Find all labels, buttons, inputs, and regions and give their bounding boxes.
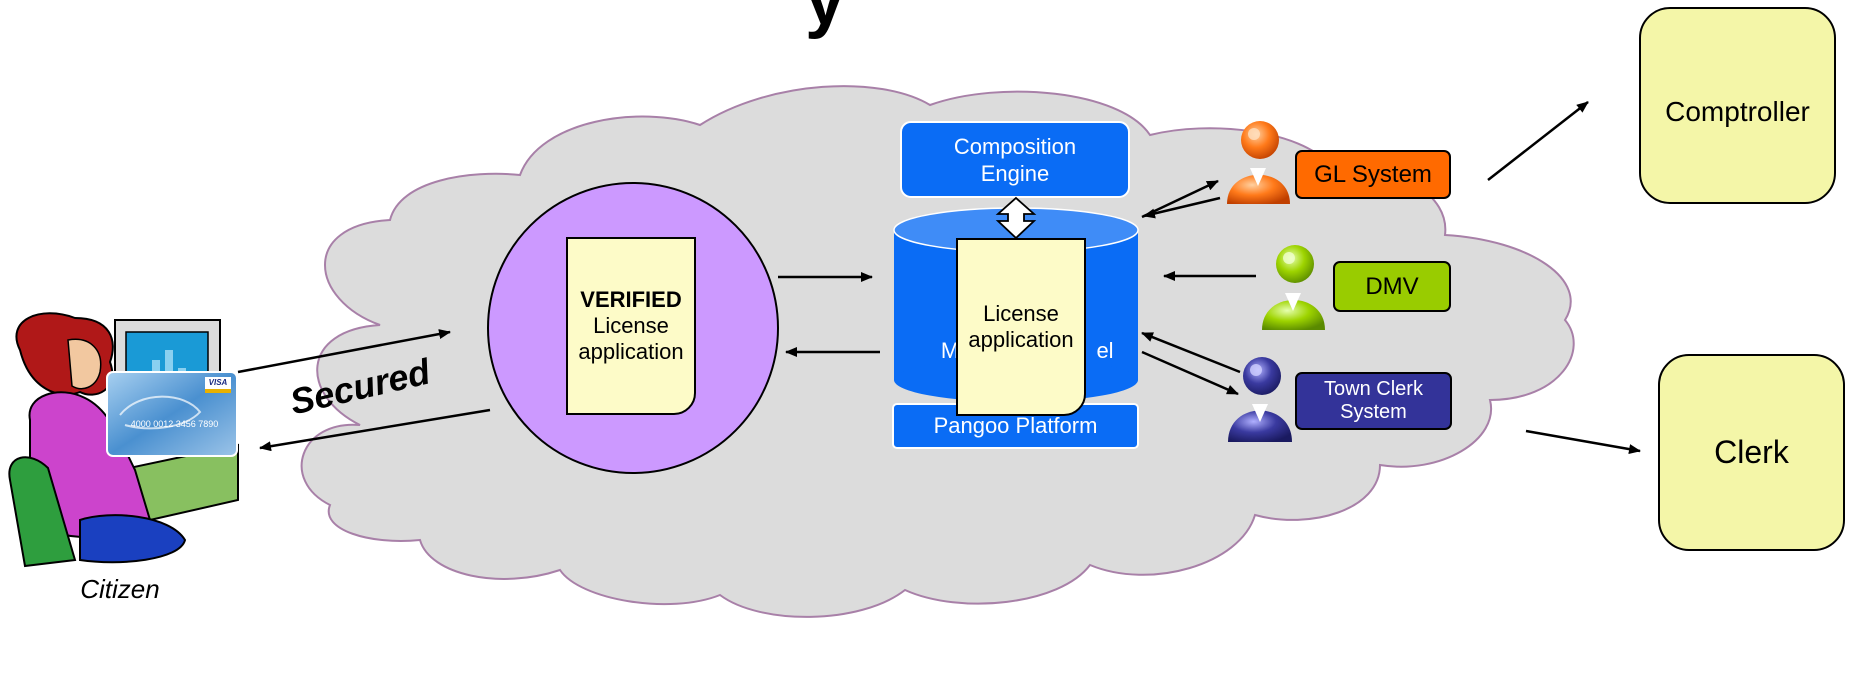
arrow-citizen-to-gateway [237,329,451,374]
town-clerk-box [1295,372,1452,430]
gl-person-icon [1227,121,1290,204]
card-number: 4000 0012 3456 7890 [130,419,219,429]
clerk-label: Clerk [1714,434,1789,470]
verified-license-document: VERIFIED License application [566,237,696,415]
arrow-gateway-to-citizen [259,408,491,452]
arrow-gl-to-comptroller [1487,101,1589,181]
town-clerk-person-icon [1228,357,1292,442]
town-clerk-line2: System [1340,401,1407,423]
gl-system-label: GL System [1314,160,1432,188]
gl-system-box [1295,150,1451,199]
clerk-box [1658,354,1845,551]
verified-doc-line2: License [593,313,669,338]
card-brand: VISA [208,378,228,387]
dmv-box [1333,261,1451,312]
composition-engine-line2: Engine [980,161,1050,186]
arrow-town-clerk-to-db [1141,331,1241,374]
citizen-clipart-icon [8,312,239,568]
verified-doc-line3: application [578,339,684,364]
database-hidden-right: el [1096,338,1114,363]
citizen-label: Citizen [80,574,160,604]
town-clerk-label: Town Clerk System [1296,373,1451,429]
dmv-person-icon [1262,245,1325,330]
arrow-gl-to-db [1143,196,1221,219]
flow-arrows [237,101,1641,455]
dmv-label: DMV [1365,272,1419,300]
license-application-document: License application [956,238,1086,416]
comptroller-label: Comptroller [1665,96,1810,127]
title-fragment: y [804,0,846,40]
composition-engine-label: Composition Engine [901,124,1129,196]
platform-label: Pangoo Platform [933,413,1098,438]
verified-doc-line1: VERIFIED [580,287,682,312]
arrow-db-to-town-clerk [1141,350,1239,396]
arrow-town-clerk-to-clerk [1525,429,1641,455]
database-hidden-left: M [940,338,960,363]
db-doc-line2: application [968,327,1074,352]
db-doc-line1: License [983,301,1059,326]
town-clerk-line1: Town Clerk [1324,378,1423,400]
comptroller-box [1639,7,1836,204]
composition-engine-box [900,121,1130,198]
composition-engine-line1: Composition [953,134,1077,159]
